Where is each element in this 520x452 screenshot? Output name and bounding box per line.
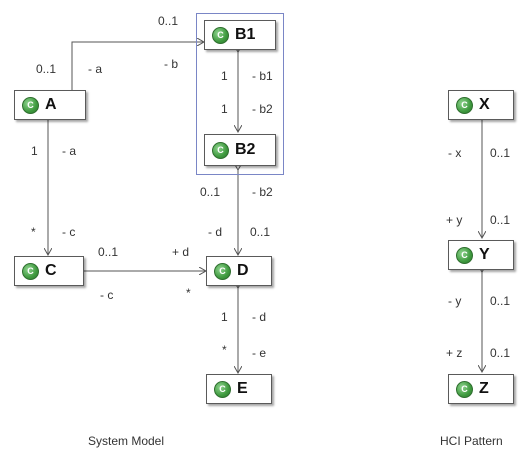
role-label: + y xyxy=(446,213,463,227)
multiplicity-label: 0..1 xyxy=(490,213,511,227)
role-label: - b xyxy=(164,57,179,71)
multiplicity-label: 1 xyxy=(221,310,228,324)
role-label: - y xyxy=(448,294,462,308)
class-c-icon: C xyxy=(456,96,473,114)
class-name-z: Z xyxy=(479,380,489,397)
class-name-b2: B2 xyxy=(235,141,256,158)
multiplicity-label: 0..1 xyxy=(200,185,221,199)
class-name-d: D xyxy=(237,262,249,279)
class-c-icon: C xyxy=(212,141,229,159)
multiplicity-label: 0..1 xyxy=(158,14,179,28)
class-c-icon: C xyxy=(22,262,39,280)
role-label: - b2 xyxy=(252,185,273,199)
role-label: + d xyxy=(172,245,190,259)
role-label: - d xyxy=(252,310,267,324)
role-label: - e xyxy=(252,346,267,360)
role-label: - b2 xyxy=(252,102,273,116)
role-label: - x xyxy=(448,146,462,160)
class-name-e: E xyxy=(237,380,248,397)
role-label: - d xyxy=(208,225,223,239)
caption-system-model: System Model xyxy=(88,434,165,448)
role-label: - c xyxy=(100,288,114,302)
package-frame-b xyxy=(196,13,284,175)
class-name-c: C xyxy=(45,262,57,279)
class-name-x: X xyxy=(479,96,490,113)
class-c[interactable]: C C xyxy=(14,256,84,286)
class-c-icon: C xyxy=(456,380,473,398)
class-c-icon: C xyxy=(22,96,39,114)
class-d[interactable]: C D xyxy=(206,256,272,286)
class-name-a: A xyxy=(45,96,57,113)
class-y[interactable]: C Y xyxy=(448,240,514,270)
role-label: - c xyxy=(62,225,76,239)
role-label: + z xyxy=(446,346,463,360)
class-e[interactable]: C E xyxy=(206,374,272,404)
multiplicity-label: * xyxy=(186,286,191,300)
multiplicity-label: * xyxy=(222,343,227,357)
assoc-a-b1 xyxy=(72,42,204,90)
role-label: - b1 xyxy=(252,69,273,83)
class-c-icon: C xyxy=(456,246,473,264)
multiplicity-label: 1 xyxy=(221,69,228,83)
multiplicity-label: 1 xyxy=(31,144,38,158)
class-x[interactable]: C X xyxy=(448,90,514,120)
class-a[interactable]: C A xyxy=(14,90,86,120)
multiplicity-label: 0..1 xyxy=(490,146,511,160)
multiplicity-label: 0..1 xyxy=(36,62,57,76)
multiplicity-label: 1 xyxy=(221,102,228,116)
class-z[interactable]: C Z xyxy=(448,374,514,404)
class-c-icon: C xyxy=(214,262,231,280)
class-c-icon: C xyxy=(214,380,231,398)
caption-hci-pattern: HCI Pattern xyxy=(440,434,503,448)
role-label: - a xyxy=(88,62,103,76)
multiplicity-label: 0..1 xyxy=(98,245,119,259)
class-b2[interactable]: C B2 xyxy=(204,134,276,166)
multiplicity-label: 0..1 xyxy=(250,225,271,239)
class-name-y: Y xyxy=(479,246,490,263)
multiplicity-label: 0..1 xyxy=(490,346,511,360)
multiplicity-label: * xyxy=(31,225,36,239)
multiplicity-label: 0..1 xyxy=(490,294,511,308)
class-b1[interactable]: C B1 xyxy=(204,20,276,50)
role-label: - a xyxy=(62,144,77,158)
class-c-icon: C xyxy=(212,26,229,44)
class-name-b1: B1 xyxy=(235,26,256,43)
